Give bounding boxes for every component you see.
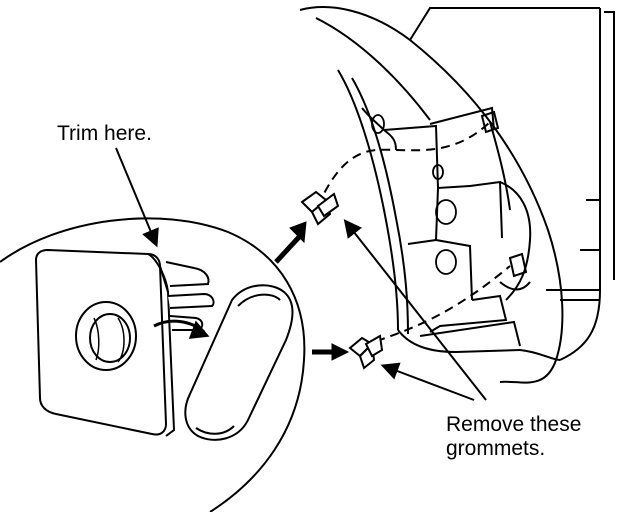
- detail-arrows: [274, 221, 350, 361]
- trim-here-label: Trim here.: [57, 122, 152, 145]
- panel-holes: [371, 114, 457, 275]
- remove-grommets-label-line2: grommets.: [446, 437, 546, 460]
- detail-callout-circle: [0, 217, 306, 512]
- installation-path-lines: [317, 121, 511, 347]
- callout-arrows: [115, 147, 487, 401]
- trimmed-piece: [184, 284, 294, 441]
- grommet-upper: [300, 190, 340, 226]
- grommet-lower: [348, 334, 384, 370]
- trim-direction-arrow: [153, 319, 210, 339]
- fender-panel: [299, 6, 615, 384]
- remove-grommets-label: Remove these grommets.: [446, 413, 581, 461]
- remove-grommets-label-line1: Remove these: [446, 413, 582, 436]
- detail-grommet-body: [34, 248, 176, 437]
